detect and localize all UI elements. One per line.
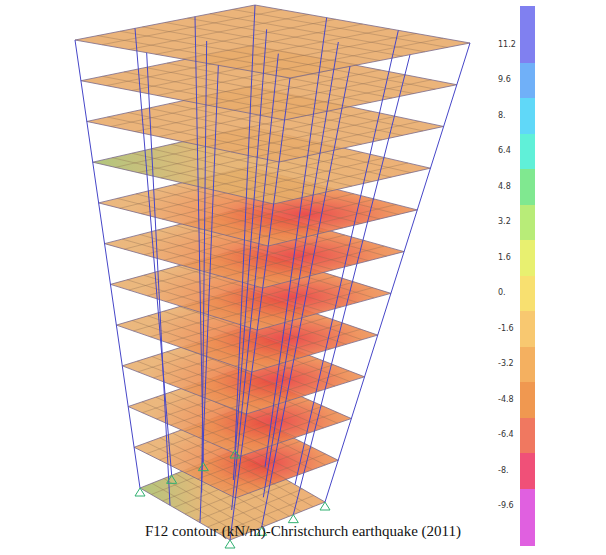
legend-value: 1.6 — [498, 253, 511, 263]
column-line — [230, 78, 290, 540]
column-line — [195, 17, 203, 463]
column-line — [295, 30, 398, 484]
mesh-line — [209, 29, 389, 64]
mesh-line — [213, 406, 323, 443]
color-swatch — [520, 276, 535, 312]
color-swatch — [520, 6, 535, 63]
legend-value: 0. — [498, 288, 506, 298]
color-swatch — [520, 205, 535, 241]
mesh-line — [255, 121, 420, 157]
legend-value: -8. — [498, 466, 509, 476]
legend-value: 11.2 — [498, 40, 516, 50]
mesh-line — [231, 371, 349, 408]
mesh-line — [263, 38, 443, 73]
color-swatch — [520, 418, 535, 454]
color-swatch — [520, 311, 535, 347]
support-symbol — [135, 488, 145, 496]
support-symbol — [230, 450, 240, 458]
color-swatch — [520, 382, 535, 418]
figure-caption: F12 contour (kN/m)-Christchurch earthqua… — [0, 523, 606, 540]
column-line — [233, 29, 266, 480]
legend-value: 3.2 — [498, 217, 511, 227]
support-symbol — [320, 502, 330, 510]
color-swatch — [520, 240, 535, 276]
column-line — [232, 54, 279, 510]
legend-value: 6.4 — [498, 146, 511, 156]
column-line — [262, 66, 350, 527]
column-line — [75, 40, 140, 488]
color-swatch — [520, 134, 535, 170]
column-line — [325, 43, 470, 502]
legend-value: -6.4 — [498, 430, 514, 440]
support-symbol — [225, 540, 235, 548]
support-symbol — [198, 463, 208, 471]
mesh-line — [234, 75, 406, 110]
mesh-line — [259, 80, 431, 115]
color-swatch — [520, 453, 535, 489]
mesh-line — [210, 14, 425, 52]
mesh-line — [210, 448, 313, 486]
legend-value: -1.6 — [498, 324, 514, 334]
color-swatch — [520, 63, 535, 99]
mesh-line — [183, 24, 363, 59]
legend-value: 4.8 — [498, 182, 511, 192]
color-swatch — [520, 98, 535, 134]
support-symbol — [167, 475, 177, 483]
column-line — [293, 55, 410, 515]
mesh-line — [231, 116, 396, 152]
mesh-line — [165, 23, 380, 61]
legend-value: -9.6 — [498, 501, 514, 511]
column-line — [263, 42, 338, 497]
legend-value: 8. — [498, 111, 506, 121]
column-line — [147, 53, 170, 506]
mesh-line — [227, 412, 337, 449]
column-line — [135, 28, 172, 475]
floor-slab — [75, 5, 470, 78]
mesh-line — [208, 489, 303, 527]
support-symbol — [288, 515, 298, 523]
mesh-line — [188, 18, 403, 56]
legend-value: -3.2 — [498, 359, 514, 369]
legend-value: -4.8 — [498, 395, 514, 405]
column-line — [265, 18, 327, 468]
column-line — [235, 5, 255, 450]
legend-value: 9.6 — [498, 75, 511, 85]
color-swatch — [520, 489, 535, 546]
color-swatch — [520, 169, 535, 205]
mesh-line — [236, 34, 416, 69]
mesh-line — [233, 9, 448, 47]
color-swatch — [520, 347, 535, 383]
